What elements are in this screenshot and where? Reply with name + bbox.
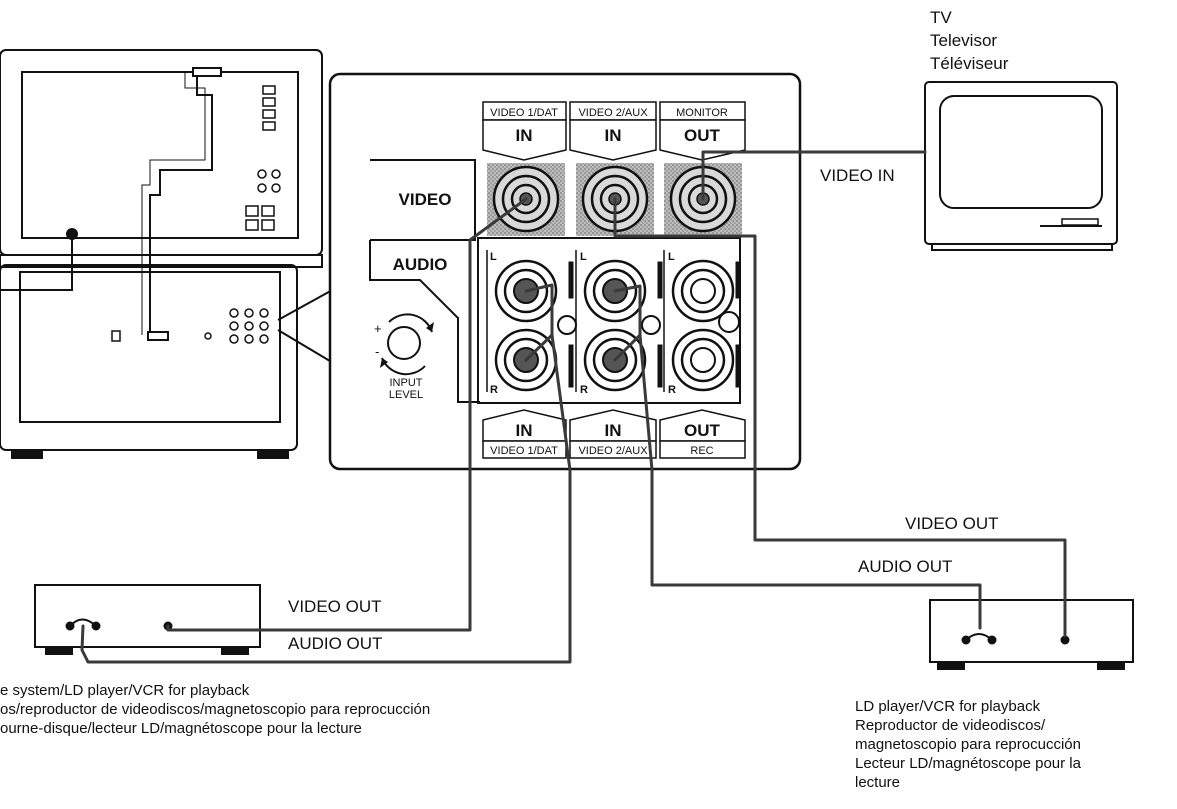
bottom-tab-video2: IN VIDEO 2/AUX <box>569 409 657 459</box>
right-caption-line-3: magnetoscopio para reprocucción <box>855 736 1081 753</box>
cable-right-video <box>613 197 1067 638</box>
tv-icon <box>924 81 1118 251</box>
tab-video1-dir: IN <box>516 126 533 145</box>
input-level-knob-icon: + - INPUT LEVEL <box>374 313 434 401</box>
tv-video-in-label: VIDEO IN <box>820 166 895 185</box>
channel-l-3: L <box>668 251 675 263</box>
bottom-tab-rec-dir: OUT <box>684 421 721 440</box>
cable-right-audio <box>613 284 982 630</box>
knob-label-input: INPUT <box>390 377 423 389</box>
bottom-tab-rec-source: REC <box>690 445 713 457</box>
channel-l-1: L <box>490 251 497 263</box>
bottom-tab-rec: OUT REC <box>659 409 746 459</box>
cable-monitor-to-tv <box>701 150 927 201</box>
audio-row-frame: AUDIO <box>369 237 741 404</box>
right-caption-line-5: lecture <box>855 774 901 791</box>
tab-video1-in: VIDEO 1/DAT IN <box>482 101 567 161</box>
tab-video2-in: VIDEO 2/AUX IN <box>569 101 657 161</box>
tab-monitor-source: MONITOR <box>676 107 728 119</box>
tab-video2-dir: IN <box>605 126 622 145</box>
audio-jack-rec-l <box>671 259 735 323</box>
right-playback-device <box>929 599 1134 670</box>
tab-video2-source: VIDEO 2/AUX <box>578 107 648 119</box>
tab-monitor-dir: OUT <box>684 126 721 145</box>
right-caption-line-2: Reproductor de videodiscos/ <box>855 717 1046 734</box>
right-caption-line-4: Lecteur LD/magnétoscope pour la <box>855 755 1081 772</box>
tv-label-fr: Téléviseur <box>930 54 1009 73</box>
receiver-unit <box>0 49 346 459</box>
left-caption-line-3: ourne-disque/lecteur LD/magnétoscope pou… <box>0 720 362 737</box>
bottom-tab-video2-source: VIDEO 2/AUX <box>578 445 648 457</box>
cable-left-audio <box>80 283 572 664</box>
bottom-tab-video1: IN VIDEO 1/DAT <box>482 409 567 459</box>
left-caption-line-2: os/reproductor de videodiscos/magnetosco… <box>0 701 431 718</box>
tab-monitor-out: MONITOR OUT <box>659 101 746 161</box>
cable-left-video <box>166 197 528 632</box>
channel-r-2: R <box>580 384 588 396</box>
rear-panel: VIDEO AUDIO VIDEO 1/DAT IN VIDEO 2/AUX I… <box>328 72 802 471</box>
channel-r-1: R <box>490 384 498 396</box>
video-label: VIDEO <box>399 190 452 209</box>
left-video-out-label: VIDEO OUT <box>288 597 382 616</box>
left-audio-out-label: AUDIO OUT <box>288 634 383 653</box>
right-caption-line-1: LD player/VCR for playback <box>855 698 1041 715</box>
left-caption-line-1: e system/LD player/VCR for playback <box>0 682 250 699</box>
bottom-jack-tabs: IN VIDEO 1/DAT IN VIDEO 2/AUX OUT REC <box>482 409 746 459</box>
bottom-tab-video1-dir: IN <box>516 421 533 440</box>
knob-label-level: LEVEL <box>389 389 423 401</box>
right-audio-out-label: AUDIO OUT <box>858 557 953 576</box>
video-row-label: VIDEO <box>370 159 476 241</box>
left-playback-device <box>34 584 261 655</box>
bottom-tab-video2-dir: IN <box>605 421 622 440</box>
right-video-out-label: VIDEO OUT <box>905 514 999 533</box>
cables <box>80 150 1067 664</box>
audio-jack-rec-r <box>671 328 735 392</box>
knob-minus: - <box>375 344 379 359</box>
tab-video1-source: VIDEO 1/DAT <box>490 107 558 119</box>
audio-label: AUDIO <box>393 255 448 274</box>
channel-l-2: L <box>580 251 587 263</box>
bottom-tab-video1-source: VIDEO 1/DAT <box>490 445 558 457</box>
tv-label-es: Televisor <box>930 31 998 50</box>
knob-plus: + <box>374 321 382 336</box>
channel-r-3: R <box>668 384 676 396</box>
top-jack-tabs: VIDEO 1/DAT IN VIDEO 2/AUX IN MONITOR OU… <box>482 101 746 161</box>
tv-label-en: TV <box>930 8 952 27</box>
